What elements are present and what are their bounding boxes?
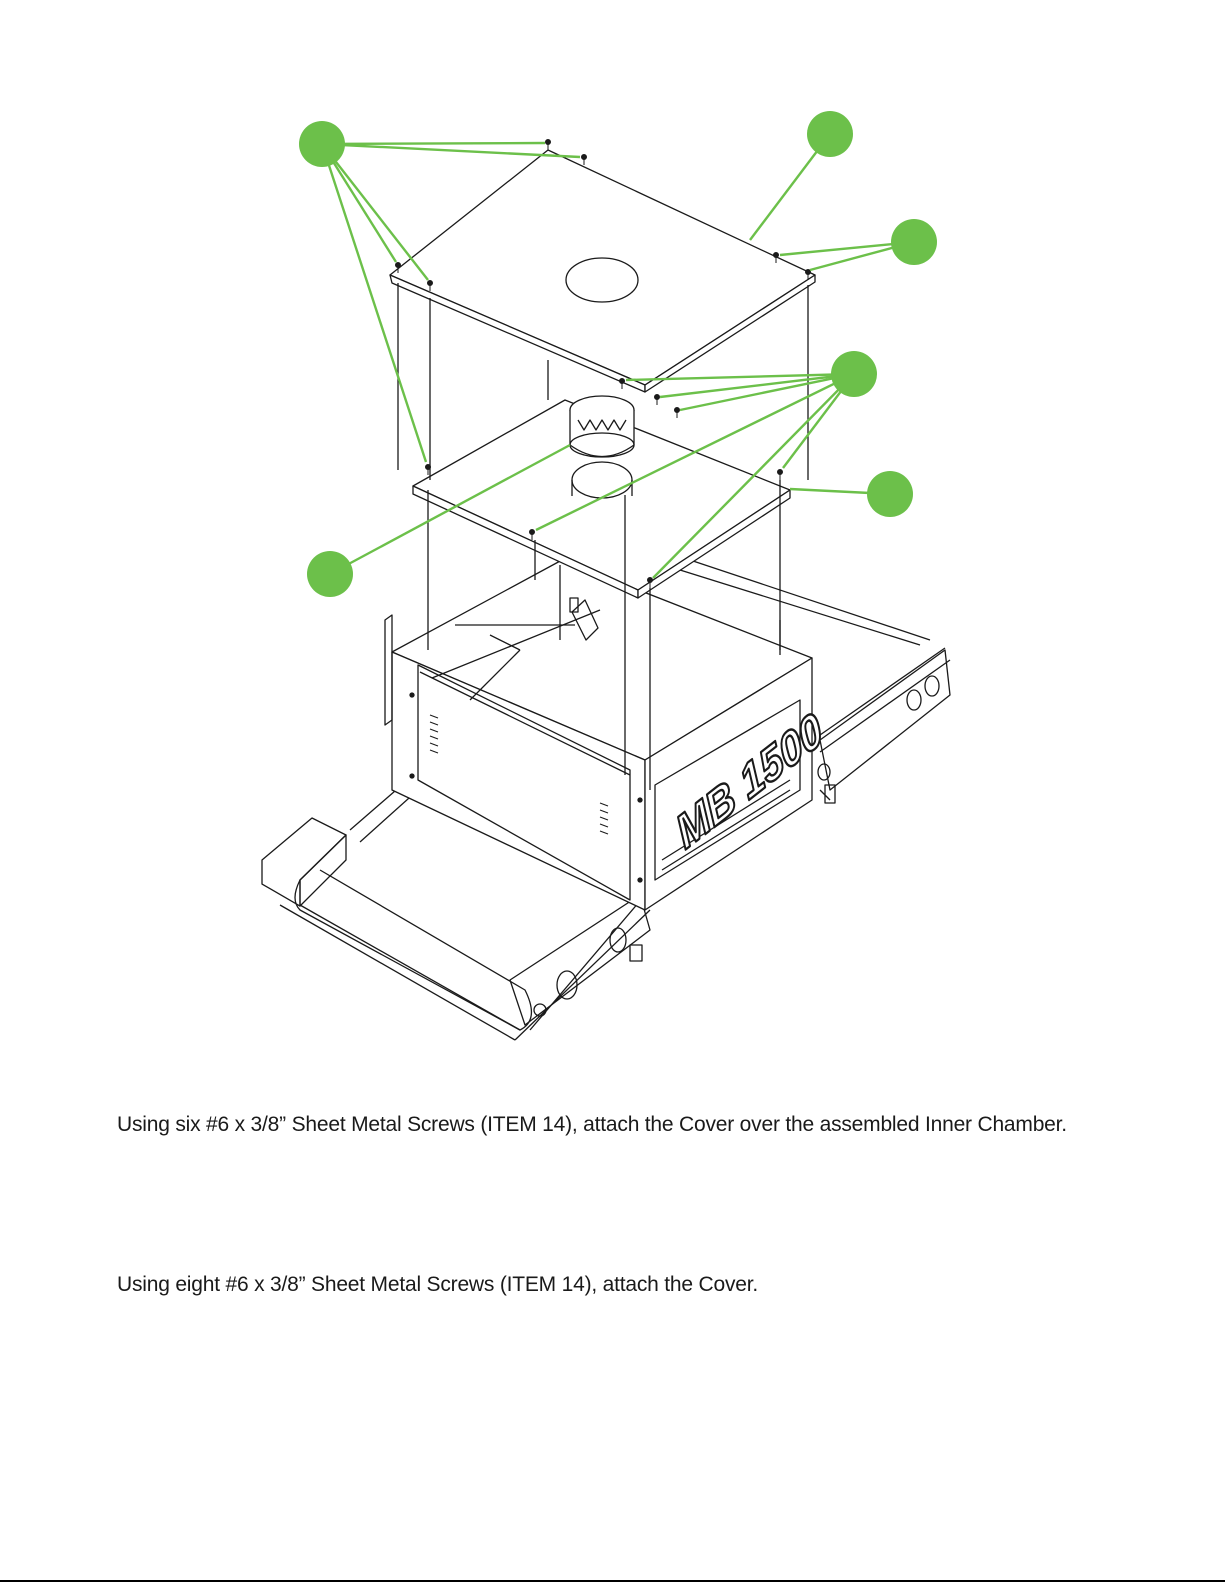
callout-marker	[307, 551, 353, 597]
callout-marker	[807, 111, 853, 157]
exploded-assembly-diagram: MB 1500	[0, 0, 1225, 1070]
callout-marker	[867, 471, 913, 517]
footer-rule	[0, 1580, 1225, 1582]
callout-marker	[299, 121, 345, 167]
chamber-box	[385, 560, 812, 910]
instruction-eight-screws: Using eight #6 x 3/8” Sheet Metal Screws…	[117, 1273, 758, 1297]
instruction-six-screws: Using six #6 x 3/8” Sheet Metal Screws (…	[117, 1113, 1067, 1137]
callout-marker	[891, 219, 937, 265]
callout-marker	[831, 351, 877, 397]
hopper-cup	[570, 396, 634, 457]
